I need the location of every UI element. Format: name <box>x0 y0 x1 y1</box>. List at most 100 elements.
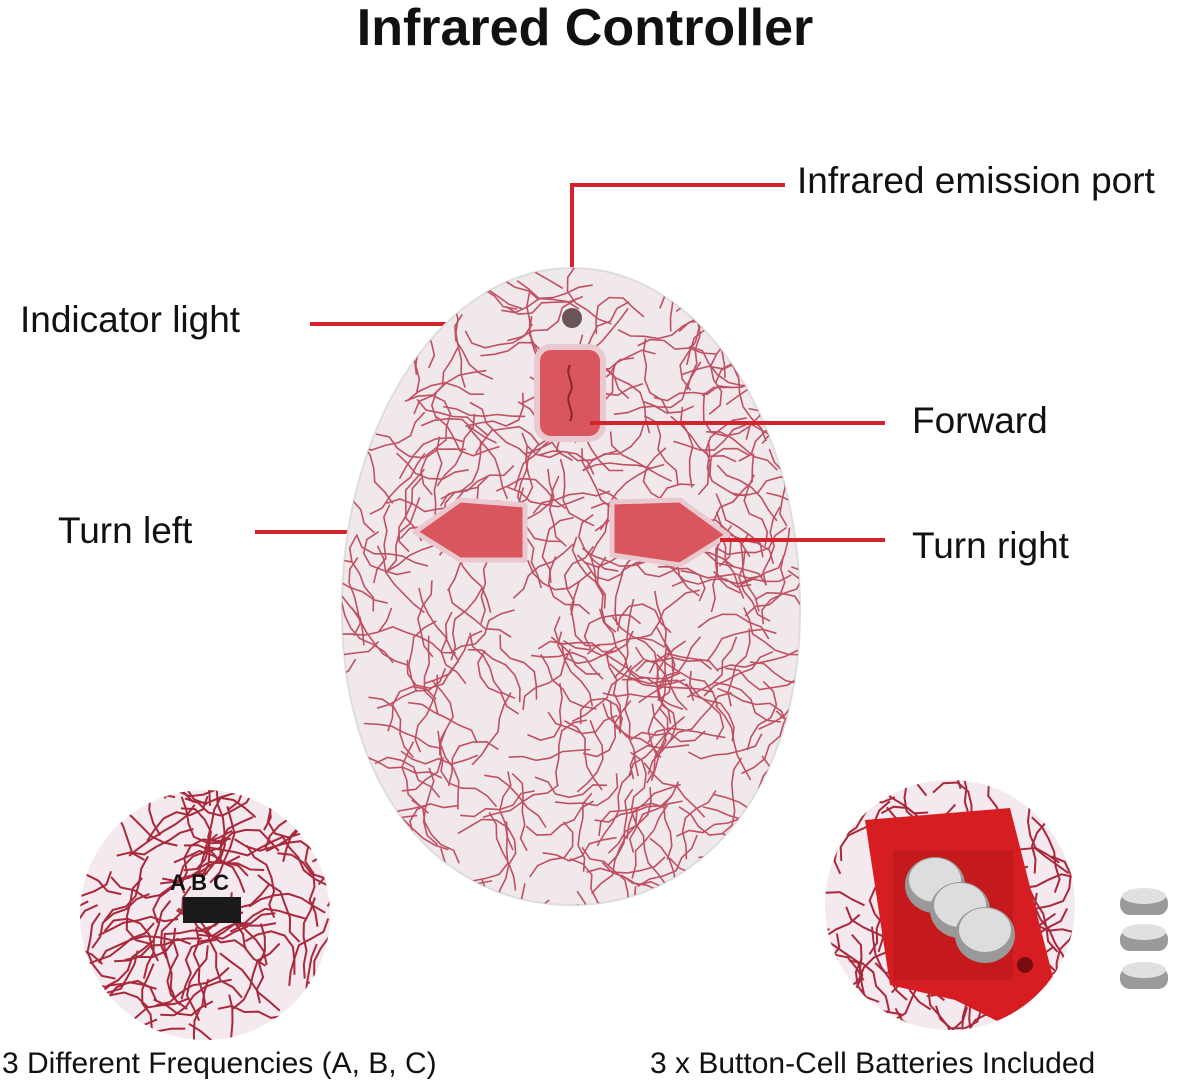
crack-texture <box>613 598 635 679</box>
crack-texture <box>740 532 760 612</box>
crack-texture <box>511 773 528 852</box>
crack-texture <box>80 904 104 965</box>
crack-texture <box>825 1003 877 1030</box>
crack-texture <box>614 558 650 626</box>
crack-texture <box>685 268 747 300</box>
crack-texture <box>411 799 460 864</box>
crack-texture <box>98 915 179 937</box>
crack-texture <box>745 279 800 325</box>
crack-texture <box>656 626 676 702</box>
crack-texture <box>542 903 579 905</box>
crack-texture <box>713 323 780 356</box>
frequency-inset: A B C <box>80 790 330 1040</box>
label-turn-right: Turn right <box>912 525 1069 566</box>
crack-texture <box>302 897 316 979</box>
crack-texture <box>277 852 330 904</box>
crack-texture <box>209 806 236 884</box>
crack-texture <box>754 591 800 614</box>
crack-texture <box>718 277 773 328</box>
crack-texture <box>576 552 639 582</box>
crack-texture <box>647 727 726 744</box>
crack-texture <box>629 744 690 780</box>
crack-texture <box>495 477 567 510</box>
crack-texture <box>629 751 647 825</box>
crack-texture <box>288 918 330 986</box>
crack-texture <box>374 756 441 799</box>
crack-texture <box>418 587 460 662</box>
crack-texture <box>720 268 758 327</box>
crack-texture <box>564 720 603 791</box>
crack-texture <box>724 268 767 326</box>
crack-texture <box>357 411 426 451</box>
crack-texture <box>961 780 1008 791</box>
crack-texture <box>379 626 456 654</box>
crack-texture <box>713 453 755 521</box>
crack-texture <box>668 691 732 744</box>
crack-texture <box>201 994 234 1040</box>
label-forward: Forward <box>912 400 1048 441</box>
crack-texture <box>725 667 800 691</box>
crack-texture <box>467 648 521 703</box>
crack-texture <box>311 853 330 873</box>
crack-texture <box>701 268 760 306</box>
crack-texture <box>357 845 406 905</box>
crack-texture <box>743 474 769 547</box>
crack-texture <box>768 787 798 865</box>
crack-texture <box>180 807 212 871</box>
crack-texture <box>768 777 794 850</box>
crack-texture <box>505 295 583 316</box>
crack-texture <box>688 670 725 740</box>
crack-texture <box>342 628 380 656</box>
crack-texture <box>732 365 767 442</box>
crack-texture <box>542 836 617 862</box>
crack-texture <box>499 634 538 700</box>
crack-texture <box>577 792 593 872</box>
crack-texture <box>743 607 800 656</box>
crack-texture <box>362 531 411 576</box>
crack-texture <box>569 581 600 647</box>
crack-texture <box>750 819 797 887</box>
crack-texture <box>679 201 710 267</box>
crack-texture <box>586 636 666 655</box>
crack-texture <box>791 566 800 601</box>
crack-texture <box>91 939 156 988</box>
crack-texture <box>477 650 520 715</box>
crack-texture <box>708 342 727 415</box>
crack-texture <box>586 856 666 874</box>
crack-texture <box>706 431 778 471</box>
crack-texture <box>80 1021 126 1040</box>
crack-texture <box>342 268 354 305</box>
crack-texture <box>727 628 751 707</box>
crack-texture <box>475 425 541 454</box>
crack-texture <box>416 398 489 437</box>
crack-texture <box>516 280 593 300</box>
crack-texture <box>576 890 607 905</box>
crack-texture <box>375 433 446 459</box>
crack-texture <box>532 490 611 514</box>
crack-texture <box>628 800 683 853</box>
crack-texture <box>184 790 208 806</box>
crack-texture <box>185 945 209 1022</box>
crack-texture <box>825 958 838 1030</box>
crack-texture <box>80 790 87 818</box>
crack-texture <box>398 436 464 480</box>
crack-texture <box>512 543 575 599</box>
crack-texture <box>529 821 574 878</box>
crack-texture <box>248 892 326 914</box>
crack-texture <box>755 856 800 905</box>
crack-texture <box>173 849 249 877</box>
crack-texture <box>343 369 362 445</box>
crack-texture <box>705 417 747 478</box>
crack-texture <box>163 932 188 1010</box>
crack-texture <box>582 700 632 758</box>
crack-texture <box>180 796 233 844</box>
crack-texture <box>467 426 509 500</box>
crack-texture <box>717 687 789 725</box>
crack-texture <box>300 790 330 809</box>
crack-texture <box>482 784 560 818</box>
crack-texture <box>1021 873 1075 893</box>
crack-texture <box>423 630 483 685</box>
crack-texture <box>635 809 667 886</box>
crack-texture <box>839 800 891 862</box>
crack-texture <box>342 577 365 646</box>
